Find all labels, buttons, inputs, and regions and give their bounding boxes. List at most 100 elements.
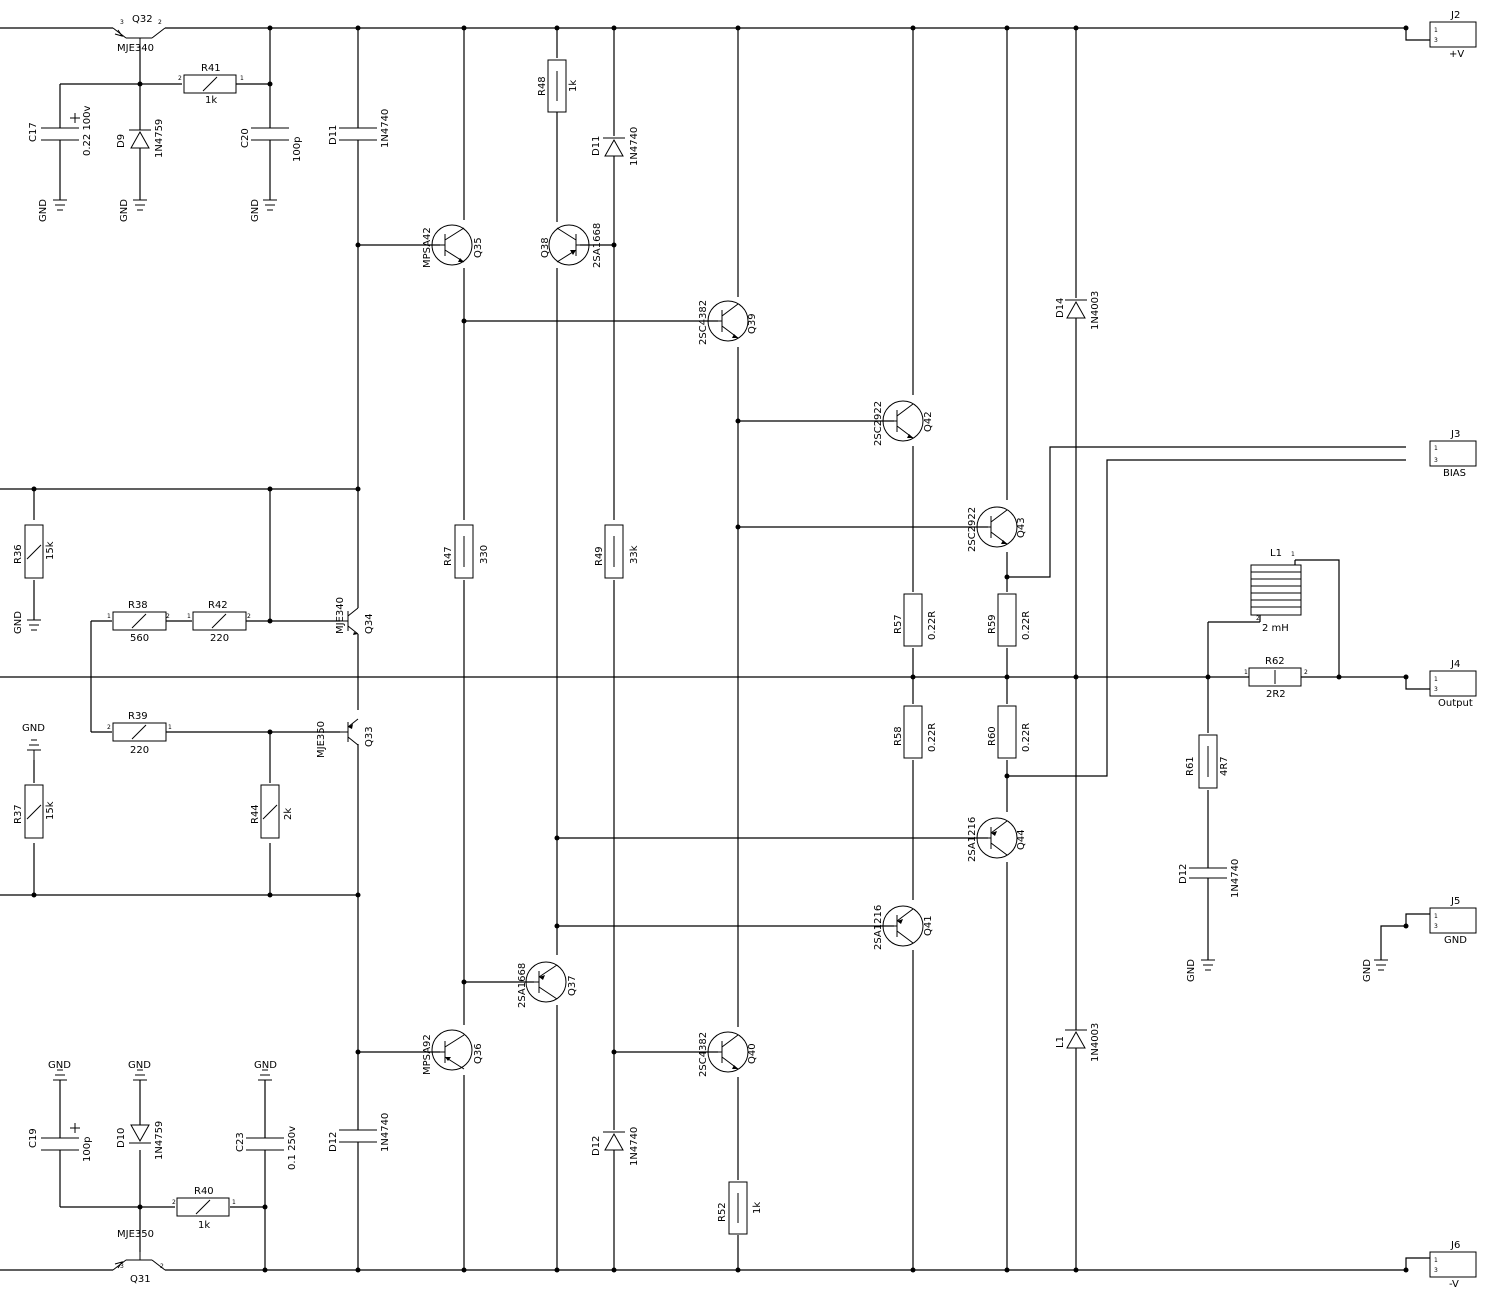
junction-dot bbox=[611, 25, 617, 31]
pin-number: 1 bbox=[107, 613, 111, 620]
c15-ref: C17 bbox=[28, 122, 39, 142]
junction-dot bbox=[267, 892, 273, 898]
junction-dot bbox=[1004, 574, 1010, 580]
transistor-q34-symbol bbox=[340, 607, 359, 635]
q43-value: 2SC2922 bbox=[967, 507, 978, 552]
diode-d11-symbol bbox=[603, 137, 625, 157]
pin-number: 1 bbox=[1434, 27, 1438, 34]
junction-dot bbox=[31, 892, 37, 898]
j6-ref: J6 bbox=[1450, 1240, 1460, 1251]
pin-number: 1 bbox=[168, 724, 172, 731]
q42-ref: Q42 bbox=[923, 411, 934, 432]
q34-ref: Q34 bbox=[364, 613, 375, 634]
r41-ref: R41 bbox=[201, 63, 221, 74]
connector-j4-body bbox=[1429, 670, 1477, 697]
q34-value: MJE340 bbox=[335, 597, 346, 634]
transistor-q37-symbol bbox=[525, 961, 567, 1003]
c17-ref: C23 bbox=[235, 1132, 246, 1152]
junction-dot bbox=[267, 25, 273, 31]
r49-value: 33k bbox=[629, 545, 640, 564]
transistor-q43-symbol bbox=[976, 506, 1018, 548]
d9-value: 1N4759 bbox=[154, 119, 165, 158]
junction-dot bbox=[735, 1267, 741, 1273]
connector-j6-body bbox=[1429, 1251, 1477, 1278]
pin-number: 3 bbox=[1434, 1267, 1438, 1274]
q31-value: MJE350 bbox=[117, 1229, 154, 1240]
junctions bbox=[31, 25, 1409, 1273]
diode-d14-symbol bbox=[1065, 1029, 1087, 1049]
junction-dot bbox=[1403, 25, 1409, 31]
pin-number: 1 bbox=[1434, 913, 1438, 920]
q42-value: 2SC2922 bbox=[873, 401, 884, 446]
gnd-label: GND bbox=[128, 1060, 151, 1071]
c15-value: 0.22 100v bbox=[82, 105, 93, 156]
diode-d12-symbol bbox=[603, 1131, 625, 1151]
resistor-r41-symbol bbox=[183, 74, 237, 94]
q39-ref: Q39 bbox=[747, 313, 758, 334]
gnd-label: GND bbox=[250, 199, 261, 222]
r36-value: 15k bbox=[45, 541, 56, 560]
r48-value: 1k bbox=[568, 80, 579, 92]
d10-ref: D10 bbox=[116, 1128, 127, 1148]
gnd-label: GND bbox=[22, 723, 45, 734]
q38-value: 2SA1668 bbox=[592, 223, 603, 268]
r38-value: 560 bbox=[130, 633, 149, 644]
r40-value: 1k bbox=[198, 1220, 210, 1231]
resistor-r60-symbol bbox=[997, 705, 1017, 759]
gnd-label: GND bbox=[254, 1060, 277, 1071]
resistor-r48-symbol bbox=[547, 59, 567, 113]
resistor-r57-symbol bbox=[903, 593, 923, 647]
resistor-r38-symbol bbox=[112, 611, 167, 631]
r60-ref: R60 bbox=[987, 726, 998, 746]
pin-number: 1 bbox=[1291, 551, 1295, 558]
pin-number: 2 bbox=[158, 19, 162, 26]
capacitor-c17-symbol bbox=[246, 1137, 284, 1151]
j4-ref: J4 bbox=[1450, 659, 1460, 670]
junction-dot bbox=[1004, 25, 1010, 31]
d13-ref: D14 bbox=[1055, 298, 1066, 318]
q39-value: 2SC4382 bbox=[698, 300, 709, 345]
labels: Q32 MJE340 R41 1k C17 0.22 100v D9 1N475… bbox=[13, 10, 1473, 1290]
connector-j5-body bbox=[1429, 907, 1477, 934]
junction-dot bbox=[910, 25, 916, 31]
pin-number: 3 bbox=[120, 19, 124, 26]
q36-value: MPSA92 bbox=[422, 1034, 433, 1075]
r44-ref: R44 bbox=[250, 804, 261, 824]
q33-ref: Q33 bbox=[364, 726, 375, 747]
q44-ref: Q44 bbox=[1016, 829, 1027, 850]
c18-value: 100p bbox=[292, 137, 303, 162]
transistor-q39-symbol bbox=[707, 300, 749, 342]
junction-dot bbox=[1073, 25, 1079, 31]
pin-number: 2 bbox=[160, 1263, 164, 1270]
junction-dot bbox=[267, 486, 273, 492]
transistor-q36-symbol bbox=[431, 1029, 473, 1071]
r39-ref: R39 bbox=[128, 711, 148, 722]
diode-d9-symbol bbox=[129, 129, 151, 149]
transistor-q44-symbol bbox=[976, 817, 1018, 859]
transistor-q32-symbol bbox=[112, 27, 166, 46]
resistor-r47-symbol bbox=[454, 524, 474, 579]
transistor-q41-symbol bbox=[882, 905, 924, 947]
resistor-r44-symbol bbox=[260, 784, 280, 839]
capacitor-c18-symbol bbox=[251, 127, 289, 141]
r37-value: 15k bbox=[45, 801, 56, 820]
pin-number: 1 bbox=[1434, 676, 1438, 683]
junction-dot bbox=[554, 1267, 560, 1273]
diode-d10-symbol bbox=[129, 1124, 151, 1144]
junction-dot bbox=[31, 486, 37, 492]
gnd-label: GND bbox=[119, 199, 130, 222]
c16-value: 100p bbox=[82, 1137, 93, 1162]
d11-value: 1N4740 bbox=[629, 127, 640, 166]
r57-ref: R57 bbox=[893, 614, 904, 634]
c23-value: 1N4740 bbox=[1230, 859, 1241, 898]
q35-ref: Q35 bbox=[473, 237, 484, 258]
pin-number: 3 bbox=[1434, 923, 1438, 930]
pin-number: 1 bbox=[1434, 445, 1438, 452]
junction-dot bbox=[1403, 674, 1409, 680]
pin-number: 1 bbox=[1244, 669, 1248, 676]
junction-dot bbox=[355, 1049, 361, 1055]
capacitor-c19-symbol bbox=[339, 127, 377, 141]
transistor-q31-symbol bbox=[112, 1252, 166, 1271]
c23-ref: D12 bbox=[1178, 864, 1189, 884]
resistor-r42-symbol bbox=[192, 611, 247, 631]
